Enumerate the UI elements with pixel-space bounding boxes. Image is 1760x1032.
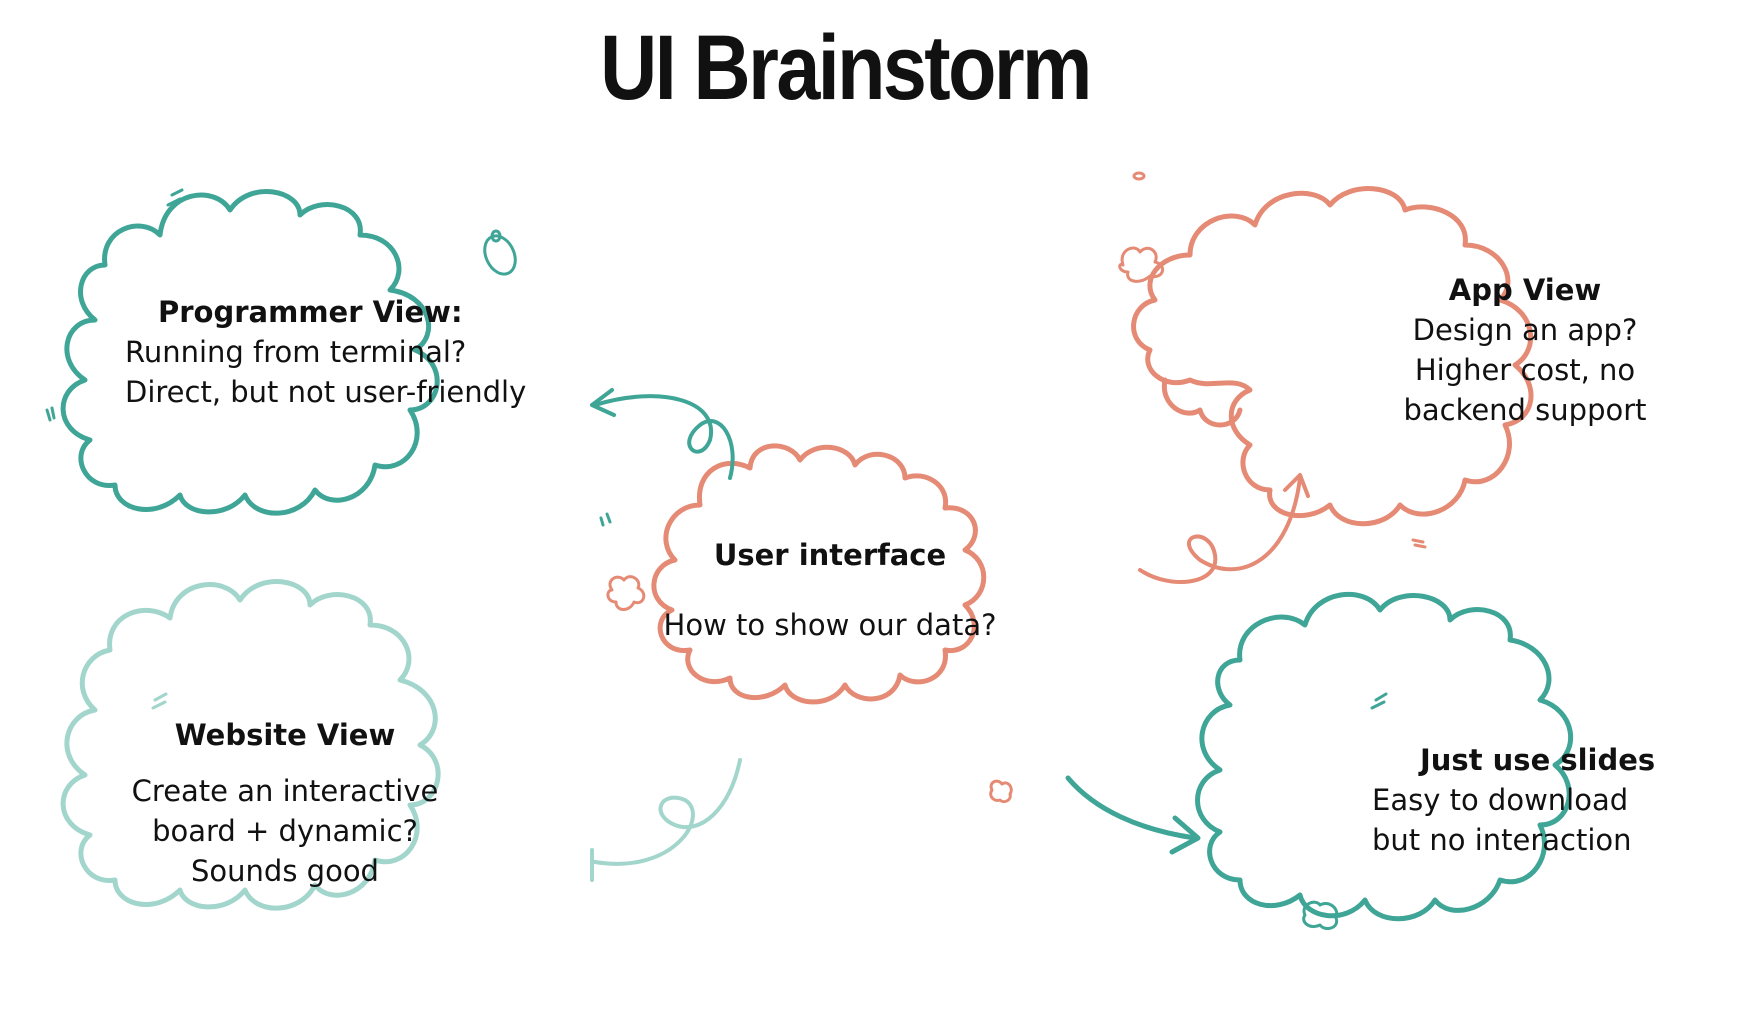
node-body: Easy to download but no interaction (1372, 783, 1632, 857)
node-heading: Website View (174, 718, 396, 752)
node-user-interface: User interface How to show our data? (660, 535, 1000, 645)
cloud-programmer-view (60, 189, 440, 516)
node-body: Running from terminal? Direct, but not u… (125, 335, 527, 409)
node-just-use-slides: Just use slides Easy to download but no … (1372, 740, 1655, 860)
node-body: Create an interactive board + dynamic? S… (131, 774, 439, 888)
arrow-to-app (1138, 473, 1310, 584)
node-app-view: App View Design an app? Higher cost, no … (1375, 270, 1675, 430)
arrow-to-website (590, 758, 742, 882)
cloud-user-interface (651, 443, 987, 705)
arrow-to-programmer (590, 388, 735, 480)
node-heading: Just use slides (1420, 743, 1656, 777)
decorative-doodles (45, 171, 1427, 930)
node-heading: Programmer View: (158, 295, 463, 329)
arrow-to-slides (1065, 775, 1201, 855)
page-title: UI Brainstorm (600, 17, 1092, 119)
cloud-app-view (1131, 186, 1534, 527)
node-body: How to show our data? (663, 608, 997, 642)
node-heading: User interface (713, 538, 947, 572)
node-body: Design an app? Higher cost, no backend s… (1403, 313, 1647, 427)
node-programmer-view: Programmer View: Running from terminal? … (125, 292, 526, 412)
node-heading: App View (1448, 273, 1602, 307)
node-website-view: Website View Create an interactive board… (110, 715, 460, 891)
cloud-website-view (60, 579, 441, 911)
cloud-just-use-slides (1195, 592, 1573, 922)
